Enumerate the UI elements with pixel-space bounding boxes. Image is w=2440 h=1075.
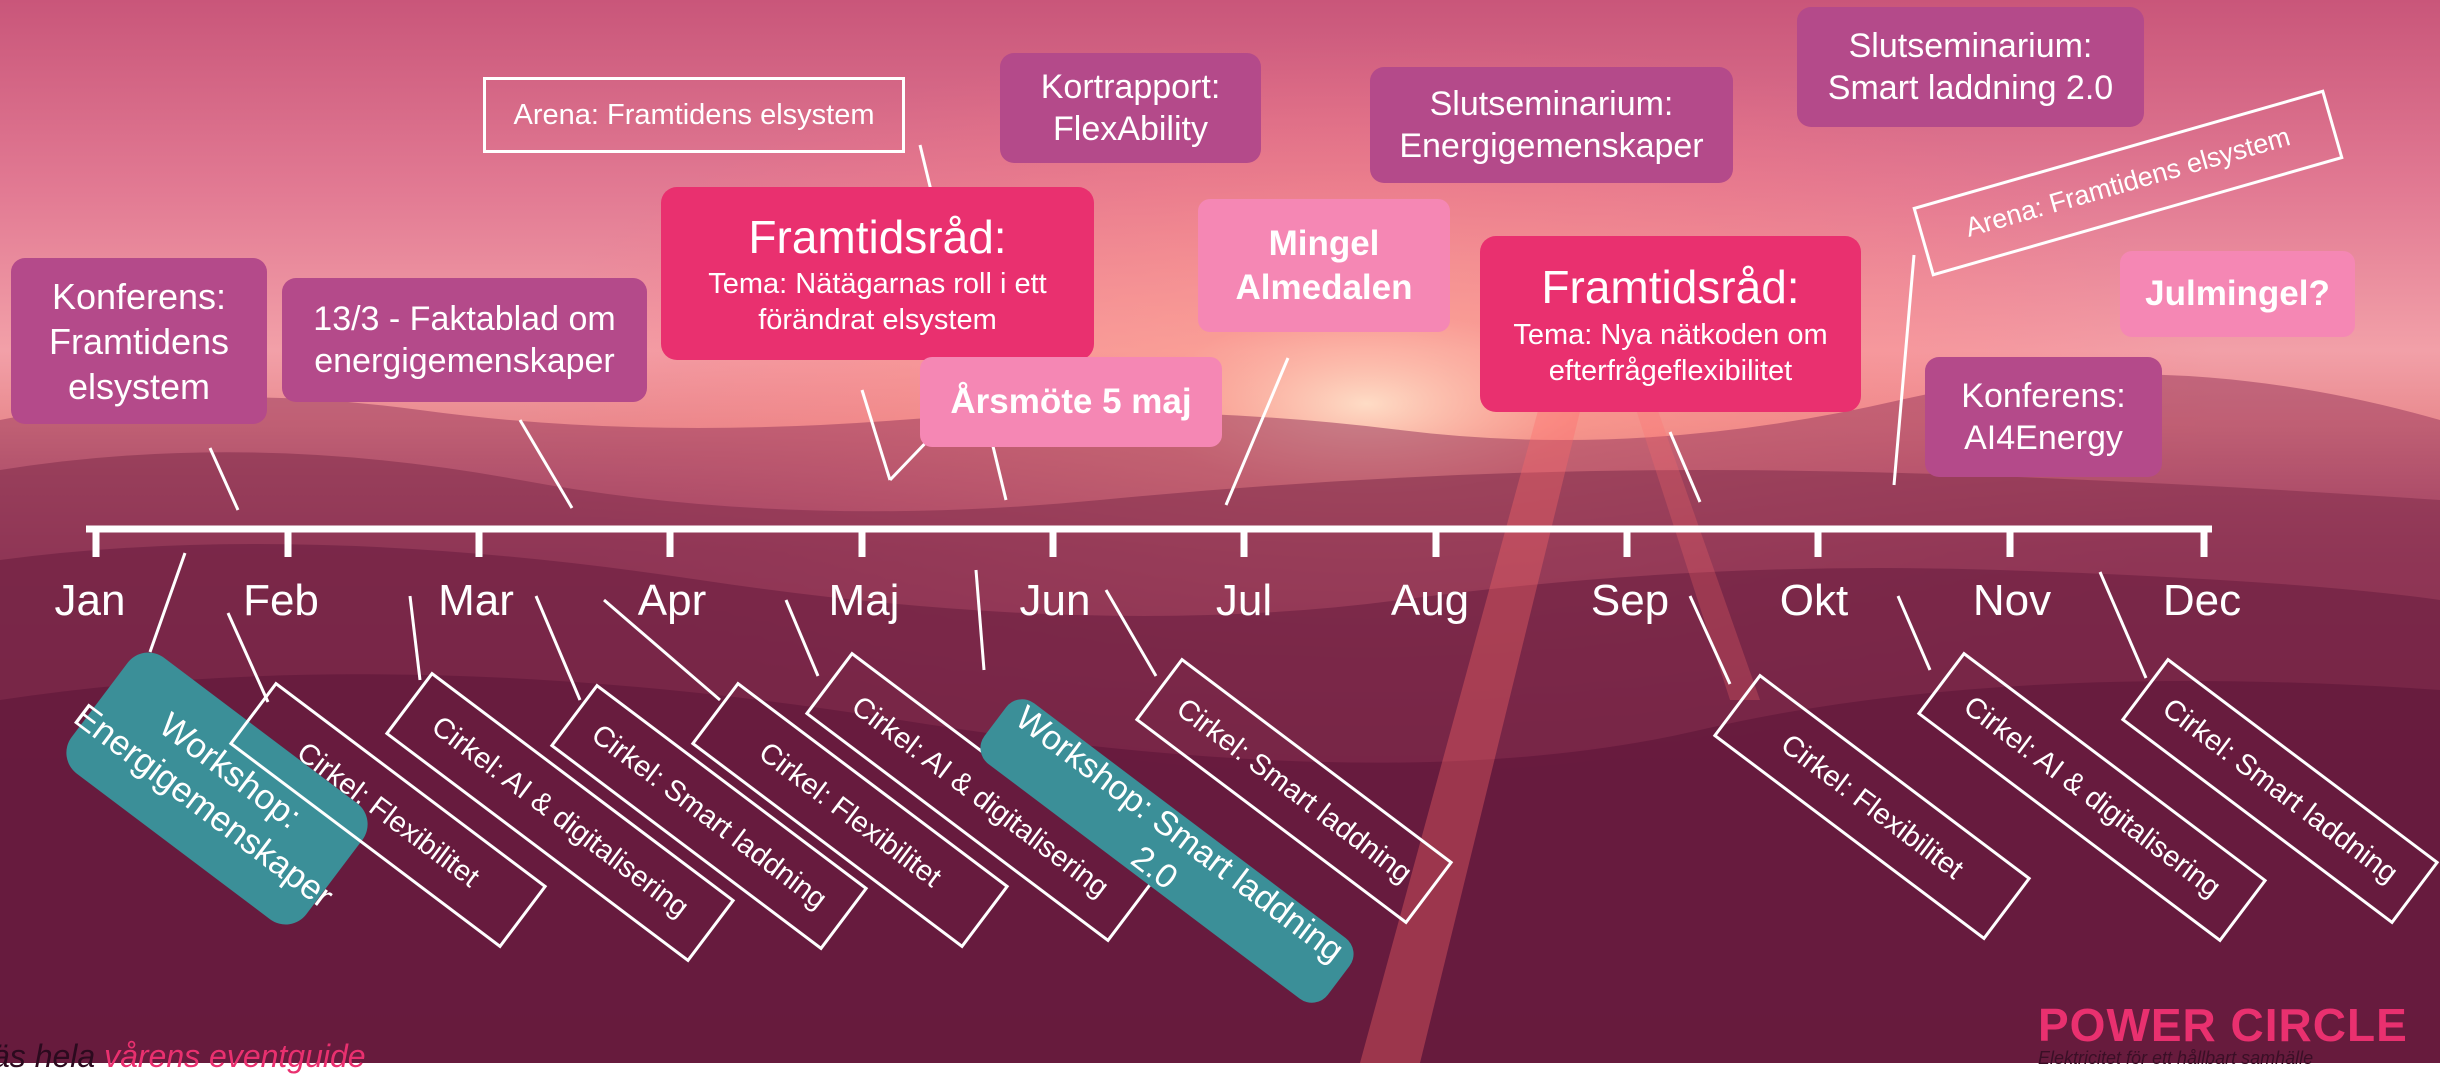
event-topic: Tema: Nätägarnas roll i ett förändrat el… xyxy=(708,268,1047,337)
brand-logo: POWER CIRCLE xyxy=(2038,999,2408,1051)
month-label: Apr xyxy=(637,576,707,625)
event-framtidsrad-natkoden: Framtidsråd: Tema: Nya nätkoden om efter… xyxy=(1480,236,1861,412)
event-julmingel: Julmingel? xyxy=(2120,251,2355,337)
month-label: Dec xyxy=(2162,576,2242,625)
event-konferens-framtidens-elsystem: Konferens: Framtidens elsystem xyxy=(11,258,267,424)
month-label: Nov xyxy=(1972,576,2052,625)
event-label: Mingel Almedalen xyxy=(1235,223,1413,307)
brand-tagline: Elektricitet för ett hållbart samhälle xyxy=(2038,1048,2314,1068)
event-title: Framtidsråd: xyxy=(1541,261,1800,313)
event-label: Slutseminarium: Energigemenskaper xyxy=(1399,84,1704,166)
month-label: Jul xyxy=(1215,576,1273,625)
event-label: Konferens: AI4Energy xyxy=(1961,376,2126,458)
month-label: Maj xyxy=(828,576,900,625)
event-kortrapport-flexability: Kortrapport: FlexAbility xyxy=(1000,53,1261,163)
event-arsmote: Årsmöte 5 maj xyxy=(920,357,1222,447)
event-slutseminarium-energigemenskaper: Slutseminarium: Energigemenskaper xyxy=(1370,67,1733,183)
event-framtidsrad-natagarnas-roll: Framtidsråd: Tema: Nätägarnas roll i ett… xyxy=(661,187,1094,360)
event-title: Framtidsråd: xyxy=(748,210,1007,263)
event-konferens-ai4energy: Konferens: AI4Energy xyxy=(1925,357,2162,477)
event-label: Kortrapport: FlexAbility xyxy=(1040,67,1221,149)
eventguide-link-row: äs hela vårens eventguide xyxy=(0,1038,366,1075)
timeline-axis xyxy=(86,525,2212,557)
month-label: Sep xyxy=(1590,576,1670,625)
event-label: Julmingel? xyxy=(2145,274,2330,314)
event-label: Konferens: Framtidens elsystem xyxy=(48,275,230,407)
event-mingel-almedalen: Mingel Almedalen xyxy=(1198,199,1450,332)
event-label: Slutseminarium: Smart laddning 2.0 xyxy=(1827,26,2114,108)
event-topic: Tema: Nya nätkoden om efterfrågeflexibil… xyxy=(1513,318,1828,387)
month-label: Okt xyxy=(1779,576,1849,625)
month-label: Aug xyxy=(1390,576,1470,625)
event-slutseminarium-smart-laddning: Slutseminarium: Smart laddning 2.0 xyxy=(1797,7,2144,127)
event-faktablad-energigemenskaper: 13/3 - Faktablad om energigemenskaper xyxy=(282,278,647,402)
month-label: Mar xyxy=(438,576,514,625)
month-label: Jan xyxy=(54,576,126,625)
month-label: Jun xyxy=(1019,576,1091,625)
event-label: 13/3 - Faktablad om energigemenskaper xyxy=(313,299,616,381)
eventguide-link[interactable]: vårens eventguide xyxy=(104,1038,366,1074)
event-arena-framtidens-elsystem: Arena: Framtidens elsystem xyxy=(483,77,905,153)
event-label: Årsmöte 5 maj xyxy=(950,382,1192,422)
event-label: Arena: Framtidens elsystem xyxy=(513,98,875,131)
month-label: Feb xyxy=(243,576,319,625)
footer-prefix: äs hela xyxy=(0,1038,96,1074)
